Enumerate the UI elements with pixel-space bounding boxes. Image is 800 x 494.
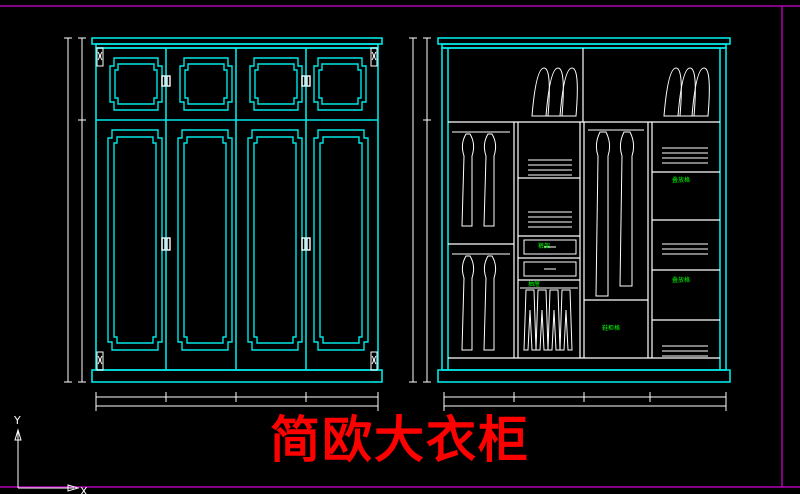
label-fold-shelf-2: 叠放格: [672, 276, 690, 284]
interior-partitions: [448, 48, 720, 359]
drawers: [523, 239, 577, 277]
upper-folded-items: [531, 67, 710, 117]
hanging-trousers: [520, 287, 578, 351]
folded-stacks: [528, 147, 708, 357]
ucs-axis-icon: Y X: [13, 414, 88, 494]
front-carcass: [91, 37, 383, 383]
interior-elevation: 裤架 叠放格 抽屉 叠放格 鞋柜格: [409, 37, 731, 411]
label-drawer: 抽屉: [528, 280, 540, 288]
front-dimension-lines: [64, 37, 379, 411]
interior-carcass: [437, 37, 731, 383]
corner-carvings: [96, 47, 378, 371]
interior-labels: 裤架 叠放格 抽屉 叠放格 鞋柜格: [528, 176, 690, 332]
upper-door-panels: [109, 57, 367, 111]
ucs-x-label: X: [80, 485, 88, 494]
hanging-clothes: [452, 129, 644, 351]
label-fold-shelf-1: 叠放格: [672, 176, 690, 184]
front-elevation: [64, 37, 383, 411]
door-handles: [161, 75, 311, 251]
lower-door-panels: [107, 129, 369, 351]
interior-dimension-lines: [409, 37, 727, 411]
label-trouser-rack: 裤架: [538, 242, 550, 250]
ucs-y-label: Y: [13, 414, 21, 427]
drawing-title: 简欧大衣柜: [270, 411, 530, 469]
label-shoe-shelf: 鞋柜格: [602, 324, 620, 332]
